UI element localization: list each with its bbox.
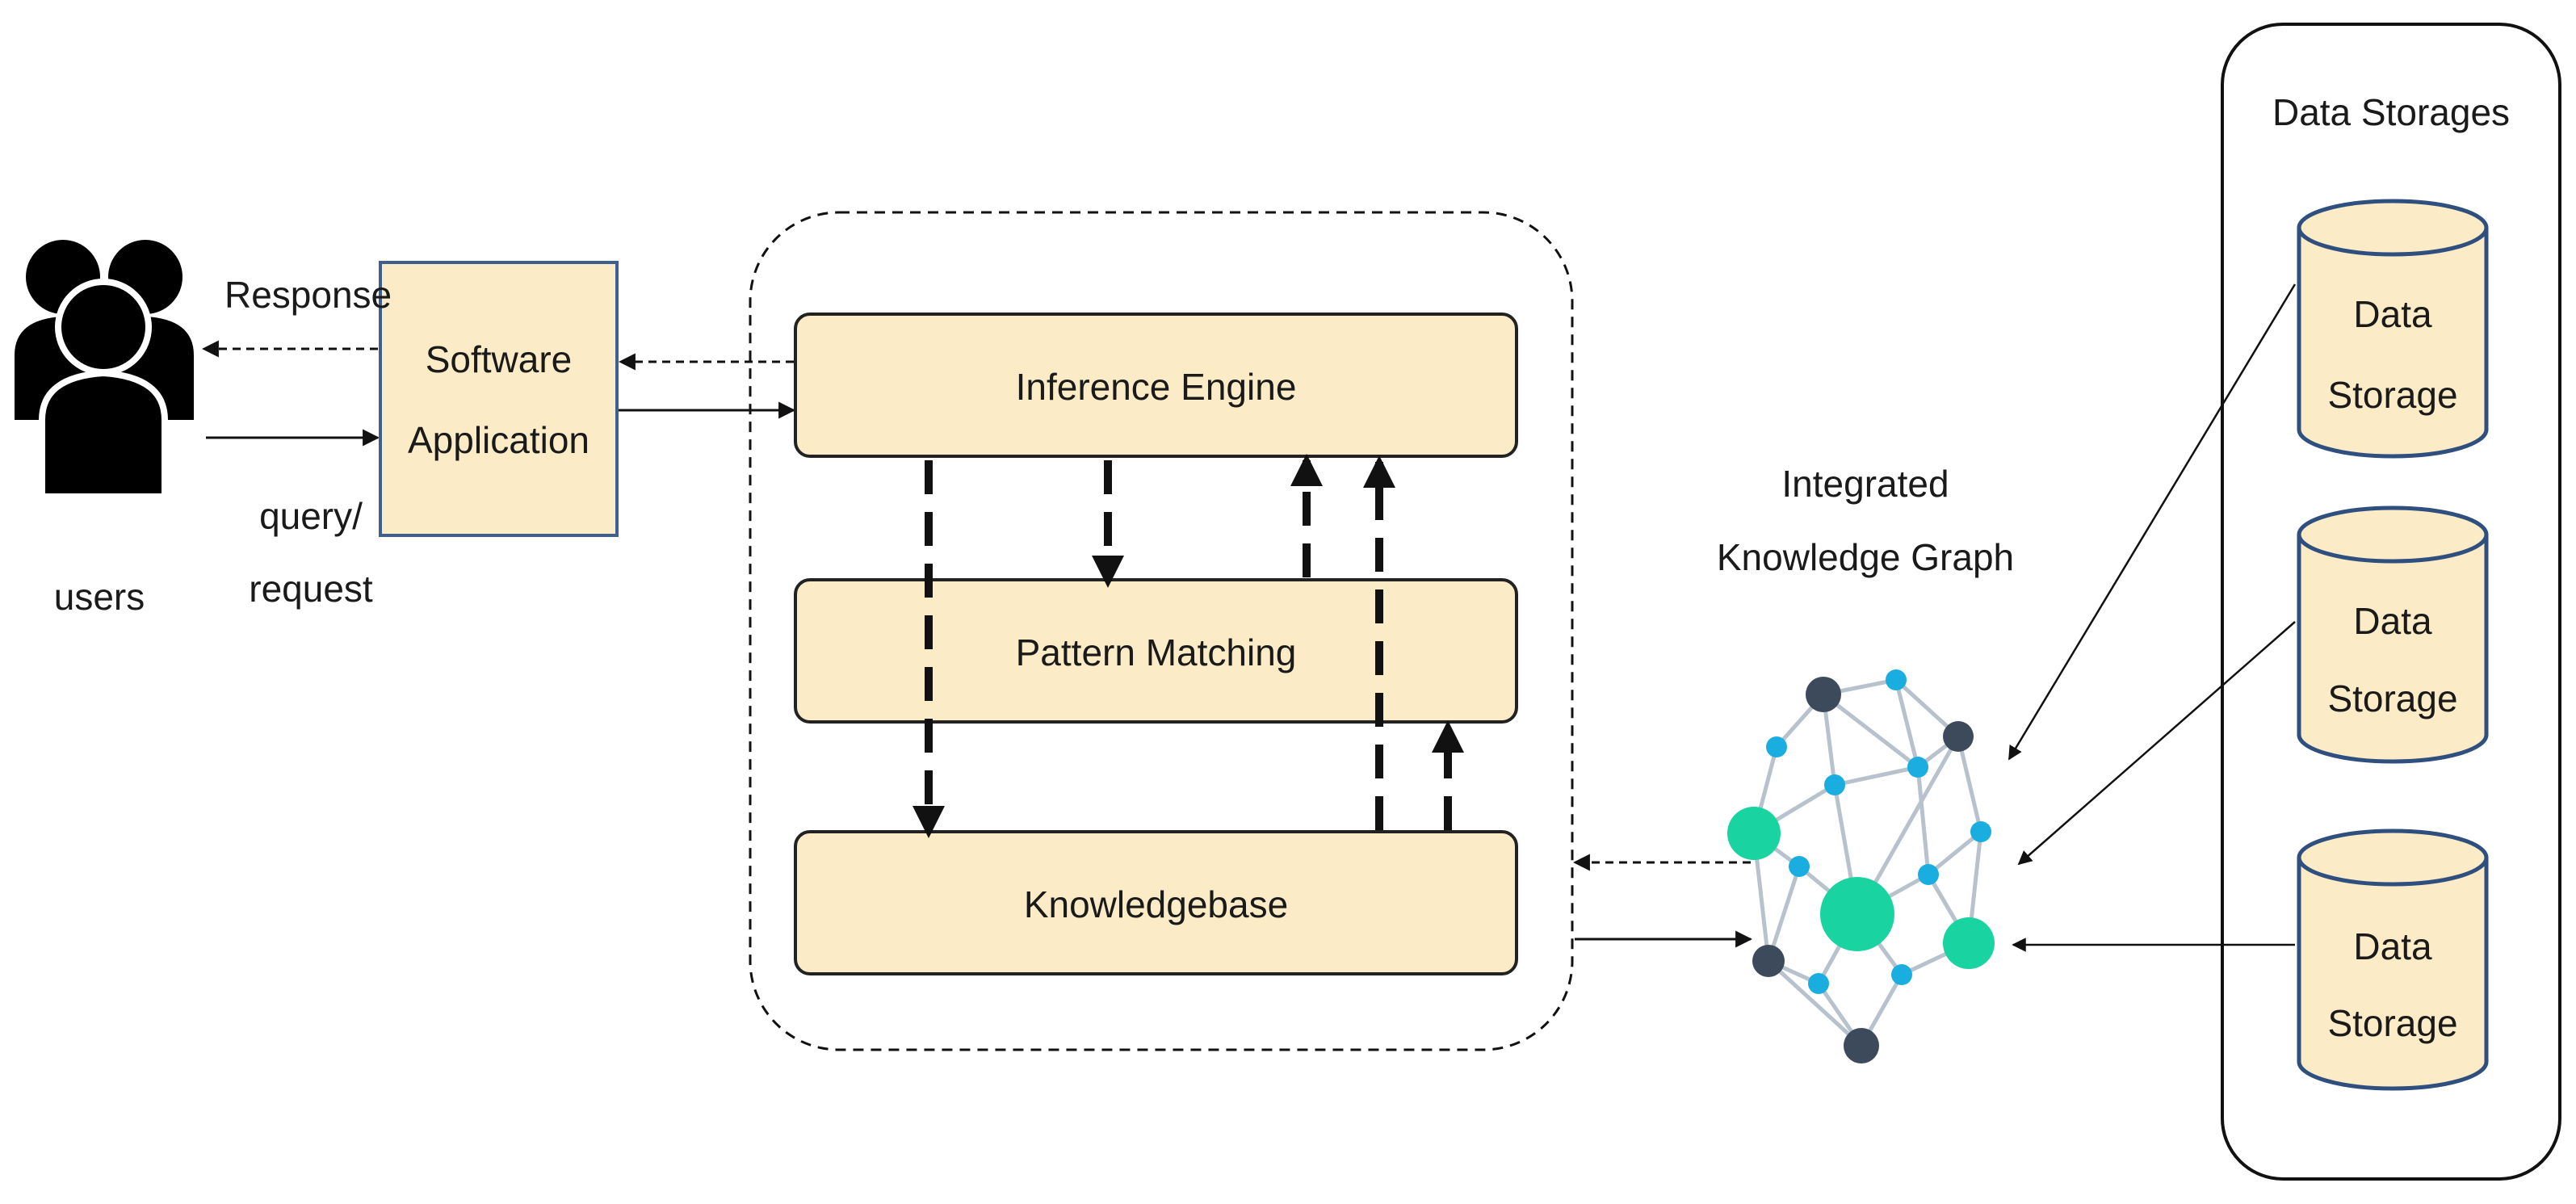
response-label: Response <box>224 274 392 316</box>
software-application-label-line1: Software <box>425 338 573 380</box>
data-storage-cylinder-2 <box>2297 506 2489 764</box>
storage-2-to-graph-arrow <box>2017 621 2296 866</box>
data-storage-1-line2: Storage <box>2327 374 2458 416</box>
pattern-matching-box <box>794 578 1518 724</box>
reasoning-container <box>749 211 1574 1051</box>
data-storage-cylinder-3 <box>2297 829 2489 1091</box>
data-storages-title: Data Storages <box>2272 91 2511 133</box>
data-storage-3-line1: Data <box>2353 925 2432 967</box>
inference-engine-label: Inference Engine <box>1015 366 1297 408</box>
data-storage-2-line1: Data <box>2353 600 2432 642</box>
knowledgebase-box <box>794 830 1518 975</box>
knowledge-graph-label-line1: Integrated <box>1781 463 1949 505</box>
users-group-icon <box>15 240 194 500</box>
storage-1-to-graph-arrow <box>2008 283 2297 761</box>
data-storages-container <box>2221 23 2561 1181</box>
data-storage-1-line1: Data <box>2353 293 2432 335</box>
network-graph-icon <box>1727 669 1995 1063</box>
layer-flow-arrows <box>913 454 1464 838</box>
pattern-matching-label: Pattern Matching <box>1015 631 1297 673</box>
data-storage-cylinder-1 <box>2297 199 2489 459</box>
software-application-label-line2: Application <box>407 419 590 461</box>
users-label: users <box>53 576 145 618</box>
software-application-box <box>379 261 619 537</box>
knowledge-graph-label-line2: Knowledge Graph <box>1716 536 2015 578</box>
knowledgebase-label: Knowledgebase <box>1023 883 1289 925</box>
data-storage-3-line2: Storage <box>2327 1002 2458 1044</box>
inference-engine-box <box>794 313 1518 458</box>
query-label-line1: query/ <box>259 495 363 537</box>
data-storage-2-line2: Storage <box>2327 678 2458 719</box>
query-label-line2: request <box>249 568 373 610</box>
